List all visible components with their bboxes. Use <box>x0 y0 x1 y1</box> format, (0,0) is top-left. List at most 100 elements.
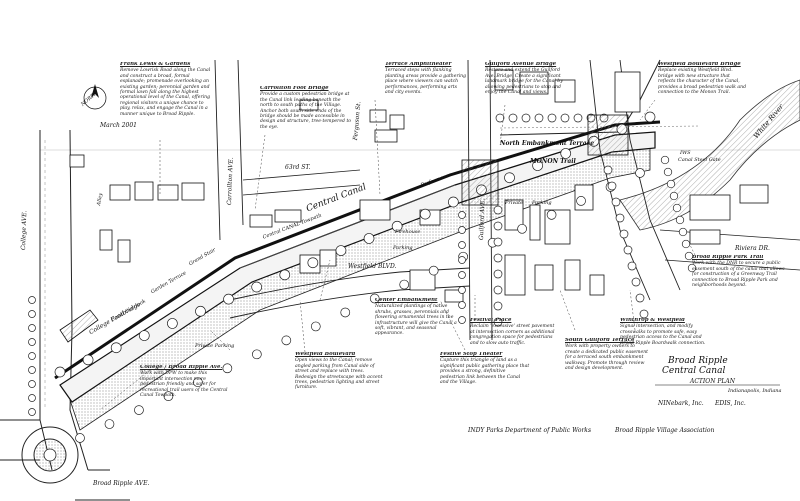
tree-icon <box>611 197 621 207</box>
tree-icon <box>458 316 466 324</box>
label-broad-ripple-ave: Broad Ripple AVE. <box>93 480 150 487</box>
tree-icon <box>222 363 233 374</box>
label-college-ave: College AVE. <box>20 210 29 251</box>
plan-title-line2: Central Canal <box>662 366 726 376</box>
label-63rd-st: 63rd ST. <box>285 164 311 171</box>
plan-sponsor-2: Department of Public Works <box>505 427 592 434</box>
westfield-bridge <box>587 114 629 156</box>
tree-icon <box>495 113 505 123</box>
tree-icon <box>687 263 697 273</box>
tree-icon <box>615 213 625 223</box>
note-body: Work with the DNR to secure a public eas… <box>692 261 785 289</box>
tree-icon <box>681 239 691 249</box>
tree-icon <box>458 241 466 249</box>
tree-icon <box>28 338 36 346</box>
tree-icon <box>493 317 503 327</box>
tree-icon <box>28 408 36 416</box>
note-body: Reclaim 'excessive' street pavement at i… <box>470 324 555 346</box>
tree-icon <box>623 245 633 255</box>
plan-location: Indianapolis, Indiana <box>728 388 782 394</box>
tree-icon <box>82 354 94 366</box>
tree-icon <box>603 165 613 175</box>
note-south-guilford-terrace: South Guilford Terrace Work with propert… <box>565 338 650 388</box>
tree-icon <box>521 113 531 123</box>
note-body: Signal intersection, and modify crosswal… <box>620 324 706 346</box>
tree-icon <box>28 366 36 374</box>
note-body: Terraced steps with flanking planting ar… <box>385 68 467 96</box>
note-title: Center Embankment <box>375 298 438 303</box>
label-guilford-ave: Guilford AVE. <box>478 198 487 241</box>
tree-icon <box>635 168 645 178</box>
note-title: Westfield Boulevard Bridge <box>658 62 741 67</box>
tree-icon <box>576 196 586 206</box>
tree-icon <box>138 330 150 341</box>
plan-firm-2: EDIS, Inc. <box>715 400 746 407</box>
tree-icon <box>447 196 459 208</box>
tree-icon <box>195 305 206 317</box>
plan-sponsor-1: INDY Parks <box>468 427 504 434</box>
note-body: Naturalized plantings of native shrubs, … <box>375 304 457 337</box>
note-body: Work with DPW to make this important int… <box>140 371 228 399</box>
note-carrollton-foot-bridge: Carrollton Foot Bridge Provide a custom … <box>260 86 352 146</box>
tree-icon <box>391 220 403 232</box>
tree-icon <box>493 285 503 295</box>
tree-icon <box>28 352 36 360</box>
note-broad-ripple-park-trail: Broad Ripple Park Trail Work with the DN… <box>692 255 787 313</box>
tree-icon <box>134 405 144 415</box>
tree-icon <box>493 269 503 279</box>
tree-icon <box>678 227 688 237</box>
label-parking-1: Parking <box>532 200 552 206</box>
tree-icon <box>631 277 641 287</box>
label-north-terrace: North Embankment Terrace <box>500 140 595 147</box>
tree-icon <box>493 253 503 263</box>
tree-icon <box>669 191 679 201</box>
note-body: Capture this triangle of land as a signi… <box>440 358 530 386</box>
tree-icon <box>110 342 122 354</box>
tree-icon <box>104 419 115 429</box>
plan-date: March 2001 <box>100 122 137 129</box>
label-westfield-blvd: Westfield BLVD. <box>348 263 397 270</box>
tree-icon <box>281 335 292 346</box>
label-monon-trail: MONON Trail <box>530 158 576 165</box>
tree-icon <box>75 433 85 443</box>
tree-icon <box>458 286 466 294</box>
tree-icon <box>508 113 518 123</box>
label-private: Private <box>505 200 524 206</box>
tree-icon <box>193 377 203 388</box>
tree-icon <box>223 293 234 305</box>
tree-icon <box>458 226 466 234</box>
westfield-blvd-street <box>229 267 471 319</box>
tree-icon <box>335 245 347 256</box>
tree-icon <box>54 366 66 378</box>
note-title: Westfield Boulevard <box>295 352 356 357</box>
note-winthrop-westfield: Winthrop & Westfield Signal intersection… <box>620 318 706 356</box>
note-title: Guilford Avenue Bridge <box>485 62 557 67</box>
note-body: Open views to the Canal; remove angled p… <box>295 358 383 391</box>
note-festive-stop-theater: Festive Stop Theater Capture this triang… <box>440 352 530 434</box>
tree-icon <box>369 293 380 304</box>
note-title: College / Broad Ripple Ave. <box>140 365 223 370</box>
tree-icon <box>546 209 557 220</box>
note-title: Frank Lewis & Gardens <box>120 62 191 67</box>
tree-icon <box>163 391 174 402</box>
tree-icon <box>28 394 36 402</box>
note-college-broad-ripple: College / Broad Ripple Ave. Work with DP… <box>140 365 230 427</box>
note-westfield-boulevard: Westfield Boulevard Open views to the Ca… <box>295 352 383 440</box>
note-westfield-boulevard-bridge: Westfield Boulevard Bridge Replace exist… <box>658 62 748 120</box>
tree-icon <box>666 179 676 189</box>
note-center-embankment: Center Embankment Naturalized plantings … <box>375 298 463 346</box>
note-title: Terrace Amphitheater <box>385 62 452 67</box>
carrollton-ave-street <box>214 59 361 241</box>
label-parking-2: Parking <box>393 245 413 251</box>
tree-icon <box>493 221 503 231</box>
note-terrace-amphitheater: Terrace Amphitheater Terraced steps with… <box>385 62 467 106</box>
note-festival-place: Festival Place Reclaim 'excessive' stree… <box>470 318 558 354</box>
tree-icon <box>619 229 629 239</box>
tree-icon <box>310 321 321 332</box>
note-body: Work with property owners to create a de… <box>565 344 649 372</box>
buildings <box>69 69 769 303</box>
plan-title-line3: ACTION PLAN <box>690 378 735 385</box>
tree-icon <box>504 172 515 184</box>
note-body: Replace existing Westfield Blvd. bridge … <box>658 68 747 96</box>
